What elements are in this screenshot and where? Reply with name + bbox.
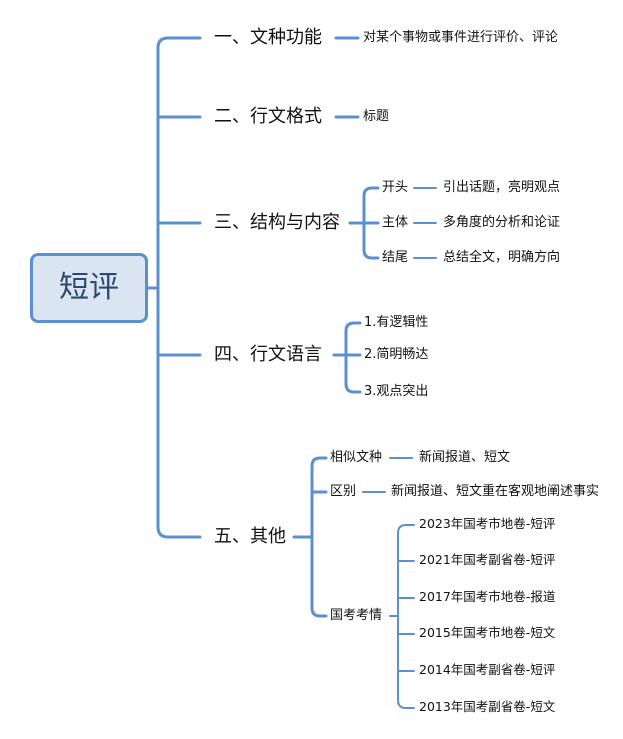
connector-b5-details — [362, 457, 413, 493]
exam-item: 2014年国考副省卷-短评 — [419, 662, 556, 677]
branch-function: 一、文种功能 — [214, 27, 322, 48]
language-point-1: 1.有逻辑性 — [364, 315, 429, 330]
other-difference: 区别 — [330, 484, 357, 499]
language-point-3: 3.观点突出 — [364, 384, 429, 399]
other-exam: 国考考情 — [330, 608, 383, 623]
other-similar: 相似文种 — [330, 450, 383, 465]
exam-item: 2017年国考市地卷-报道 — [419, 589, 556, 604]
structure-ending-detail: 总结全文，明确方向 — [443, 250, 561, 265]
branch-structure: 三、结构与内容 — [214, 212, 340, 233]
root-node: 短评 — [30, 253, 148, 323]
structure-ending: 结尾 — [382, 250, 409, 265]
connector-b3-details — [413, 187, 437, 259]
exam-item: 2023年国考市地卷-短评 — [419, 516, 556, 531]
other-similar-detail: 新闻报道、短文 — [419, 450, 511, 465]
format-leaf: 标题 — [363, 109, 390, 124]
branch-other: 五、其他 — [214, 526, 286, 547]
structure-opening: 开头 — [382, 180, 409, 195]
exam-item: 2013年国考副省卷-短文 — [419, 699, 556, 714]
connector-b5-fan — [292, 456, 328, 618]
function-leaf: 对某个事物或事件进行评价、评论 — [363, 30, 559, 45]
exam-item: 2015年国考市地卷-短文 — [419, 625, 556, 640]
other-difference-detail: 新闻报道、短文重在客观地阐述事实 — [391, 484, 600, 499]
connector-b4-fan — [332, 321, 362, 394]
structure-opening-detail: 引出话题，亮明观点 — [443, 180, 561, 195]
connector-b3-fan — [348, 186, 380, 260]
structure-body: 主体 — [382, 215, 409, 230]
connector-b5-exam-fan — [389, 524, 415, 709]
branch-format: 二、行文格式 — [214, 106, 322, 127]
exam-item: 2021年国考副省卷-短评 — [419, 552, 556, 567]
connector-root-spine — [156, 36, 202, 539]
language-point-2: 2.简明畅达 — [364, 347, 429, 362]
branch-language: 四、行文语言 — [214, 344, 322, 365]
structure-body-detail: 多角度的分析和论证 — [443, 215, 561, 230]
